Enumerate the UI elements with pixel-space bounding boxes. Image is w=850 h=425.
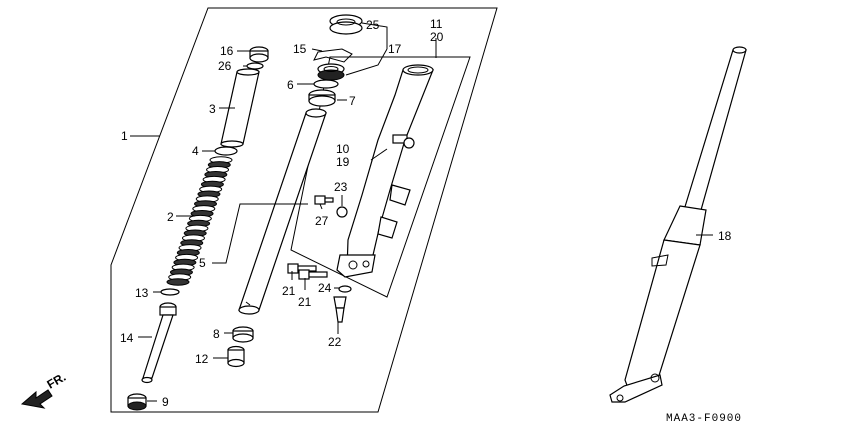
slider-bushing — [232, 326, 254, 343]
piston-ring — [160, 288, 180, 296]
spring-coil — [166, 278, 190, 286]
socket-bolt-washer — [338, 285, 352, 293]
guide-bushing — [227, 345, 245, 368]
oil-lock-piece — [127, 393, 147, 411]
fork-spring — [166, 156, 233, 286]
front-direction-arrow-icon: FR. — [20, 370, 69, 409]
upper-bushing — [308, 89, 336, 107]
fork-pipe — [238, 108, 327, 315]
front-marker-label: FR. — [45, 370, 69, 392]
label-part-14: 14 — [120, 331, 134, 345]
label-part-11: 11 — [430, 17, 443, 31]
main-assembly-boundary — [110, 7, 498, 413]
sealing-washer — [336, 206, 348, 218]
label-part-10: 10 — [336, 142, 350, 156]
leader-lines — [130, 22, 713, 402]
label-part-26: 26 — [218, 59, 232, 73]
assembled-fork — [609, 46, 747, 403]
part-labels: 1 2 3 4 5 6 7 8 9 10 11 12 13 14 15 16 1… — [120, 17, 732, 409]
dust-seal — [329, 14, 363, 35]
label-part-25: 25 — [366, 18, 380, 32]
spring-seat — [214, 146, 238, 156]
fork-slider — [336, 64, 434, 278]
label-part-21-upper: 21 — [282, 284, 296, 298]
label-part-17: 17 — [388, 42, 402, 56]
label-part-16: 16 — [220, 44, 234, 58]
slider-group-boundary — [290, 56, 471, 298]
label-part-2: 2 — [167, 210, 174, 224]
label-part-20: 20 — [430, 30, 444, 44]
diagram-code: MAA3-F0900 — [666, 413, 742, 425]
label-part-5: 5 — [199, 256, 206, 270]
label-part-15: 15 — [293, 42, 307, 56]
oil-seal — [317, 63, 345, 81]
label-part-21-lower: 21 — [298, 295, 312, 309]
label-part-27: 27 — [315, 214, 329, 228]
label-part-3: 3 — [209, 102, 216, 116]
label-part-4: 4 — [192, 144, 199, 158]
label-part-7: 7 — [349, 94, 356, 108]
fork-cap-bolt — [249, 46, 269, 63]
label-part-12: 12 — [195, 352, 209, 366]
label-part-22: 22 — [328, 335, 342, 349]
stopper-ring — [313, 48, 353, 63]
axle-pinch-bolt-lower — [298, 269, 328, 280]
back-up-ring — [313, 79, 339, 89]
label-part-9: 9 — [162, 395, 169, 409]
label-part-1: 1 — [121, 129, 128, 143]
label-part-24: 24 — [318, 281, 332, 295]
damper-rod — [141, 302, 177, 384]
label-part-23: 23 — [334, 180, 348, 194]
label-part-18: 18 — [718, 229, 732, 243]
label-part-6: 6 — [287, 78, 294, 92]
o-ring — [246, 62, 264, 70]
label-part-19: 19 — [336, 155, 350, 169]
label-part-13: 13 — [135, 286, 149, 300]
label-part-8: 8 — [213, 327, 220, 341]
spacer-tube — [220, 68, 260, 148]
drain-bolt — [314, 195, 334, 205]
socket-bolt — [333, 296, 347, 323]
